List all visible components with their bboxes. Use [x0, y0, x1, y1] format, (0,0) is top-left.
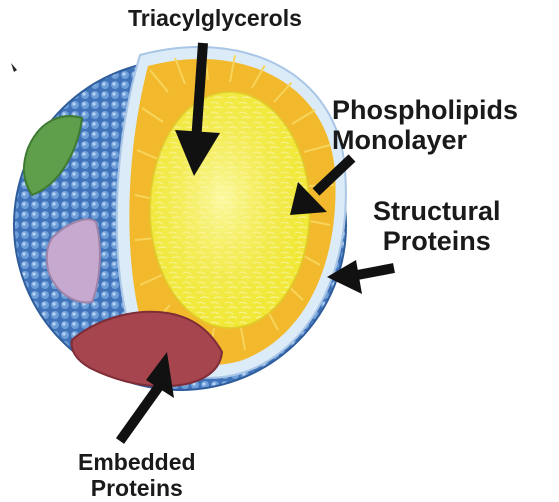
label-embedded-line2: Proteins — [78, 476, 196, 502]
label-phospholipids-line1: Phospholipids — [332, 95, 518, 125]
label-phospholipids-line2: Monolayer — [332, 125, 518, 155]
label-triacylglycerols: Triacylglycerols — [128, 6, 302, 32]
label-embedded-proteins: Embedded Proteins — [78, 450, 196, 502]
label-structural-line1: Structural — [373, 196, 501, 226]
label-triacylglycerols-text: Triacylglycerols — [128, 6, 302, 32]
small-mark — [11, 63, 17, 72]
label-phospholipids-monolayer: Phospholipids Monolayer — [332, 95, 518, 155]
label-structural-line2: Proteins — [373, 226, 501, 256]
label-structural-proteins: Structural Proteins — [373, 196, 501, 256]
label-embedded-line1: Embedded — [78, 450, 196, 476]
